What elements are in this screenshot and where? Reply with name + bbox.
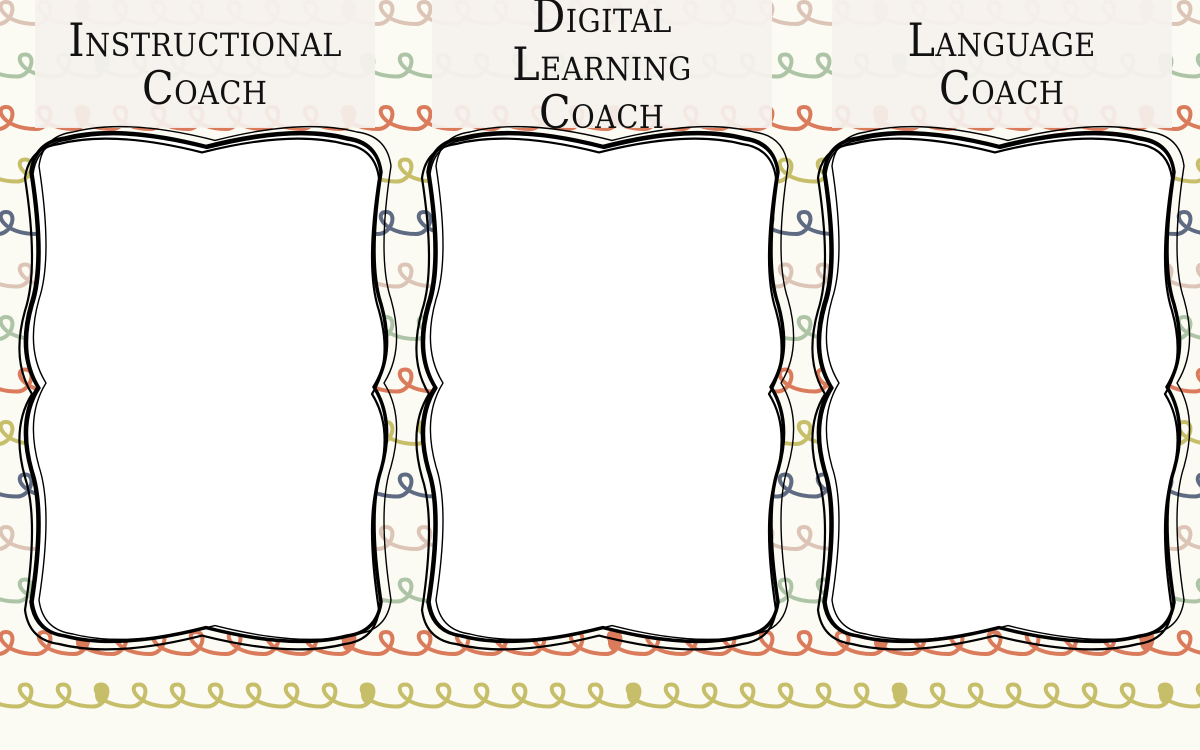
panel-title-line-1: Language (907, 12, 1097, 67)
photo-frame-digital-learning-coach (415, 125, 795, 651)
frame-fill-outline (816, 130, 1182, 644)
panel-title-line-1: Instructional (68, 12, 342, 67)
panel-title-line-2: Coach (939, 61, 1065, 115)
panel-title-digital-learning-coach: Digital Learning Coach (432, 0, 772, 136)
loop-dot (95, 685, 107, 704)
panel-title-line-2: Coach (539, 85, 665, 140)
panel-title-line-2: Coach (142, 61, 268, 115)
frame-sketch-outline (423, 133, 785, 643)
loop-dot (893, 685, 905, 704)
loop-dot (627, 685, 639, 704)
loop-dot (361, 685, 373, 704)
panel-title-line-1: Digital Learning (512, 0, 692, 91)
frame-sketch-outline (26, 133, 388, 643)
frame-sketch-outline (415, 137, 783, 651)
panel-title-language-coach: Language Coach (832, 0, 1172, 128)
frame-sketch-outline (18, 137, 386, 651)
photo-frame-language-coach (811, 125, 1191, 651)
frame-sketch-outline (811, 137, 1179, 651)
frame-fill-outline (23, 130, 389, 644)
photo-frame-instructional-coach (18, 125, 398, 651)
frame-fill-outline (420, 130, 786, 644)
panel-title-instructional-coach: Instructional Coach (35, 0, 375, 128)
frame-sketch-outline (819, 133, 1181, 643)
loop-dot (1159, 685, 1171, 704)
loop-row (0, 682, 1200, 709)
